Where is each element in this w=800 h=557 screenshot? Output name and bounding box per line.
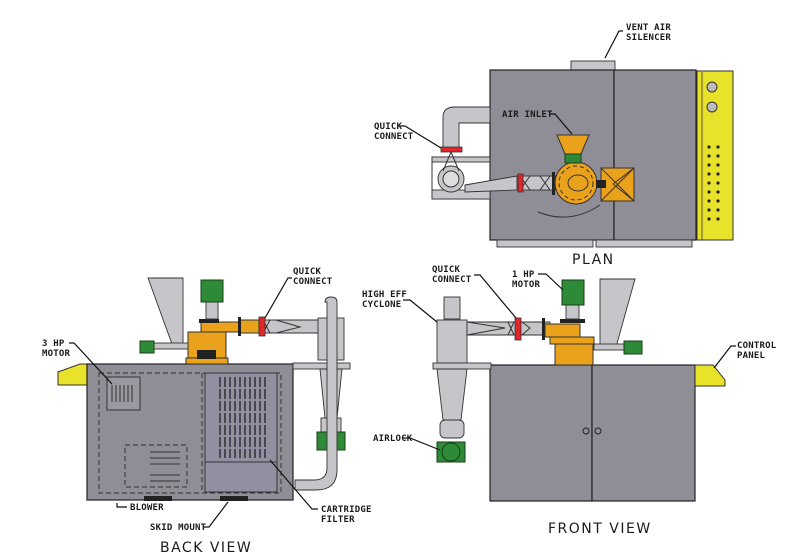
plan-cabinet-left: [489, 69, 615, 241]
title-back-view: BACK VIEW: [160, 540, 252, 556]
plan-view: VENT AIR SILENCER QUICK CONNECT AIR INLE…: [374, 23, 734, 268]
front-feeder-motor: [623, 340, 643, 355]
front-view: QUICK CONNECT 1 HP MOTOR HIGH EFF CYCLON…: [362, 265, 777, 537]
label-blower: BLOWER: [130, 503, 164, 513]
label-high-eff-cyclone-line2: CYCLONE: [362, 300, 401, 310]
back-return-pipe: [294, 296, 338, 491]
back-quick-connect: [258, 316, 266, 337]
label-vent-air-silencer: VENT AIR: [626, 23, 671, 33]
vent-air-silencer: [570, 60, 616, 71]
indicator-light: [706, 81, 718, 93]
label-air-inlet: AIR INLET: [502, 110, 553, 120]
label-skid-mount: SKID MOUNT: [150, 523, 207, 533]
title-plan: PLAN: [572, 252, 615, 268]
label-one-hp-motor-line2: MOTOR: [512, 280, 540, 290]
label-front-quick-connect: QUICK: [432, 265, 460, 275]
plan-return-pipe: [442, 106, 491, 151]
back-feed-hopper: [147, 277, 184, 345]
label-control-panel-line2: PANEL: [737, 351, 765, 361]
plan-cabinet-right: [613, 69, 697, 241]
label-plan-quick-connect: QUICK: [374, 122, 402, 132]
plan-duct-quick-connect: [517, 173, 524, 193]
plan-control-panel: [696, 70, 734, 241]
label-plan-quick-connect-line2: CONNECT: [374, 132, 414, 142]
front-rotary-valve: [554, 343, 594, 366]
title-front-view: FRONT VIEW: [548, 521, 652, 537]
label-one-hp-motor: 1 HP: [512, 270, 535, 280]
back-view: QUICK CONNECT 3 HP MOTOR BLOWER SKID MOU…: [42, 267, 372, 556]
front-cyclone: [436, 319, 468, 364]
label-high-eff-cyclone: HIGH EFF: [362, 290, 407, 300]
one-hp-motor: [561, 279, 585, 306]
back-feeder-motor: [139, 340, 155, 354]
front-door-right: [591, 364, 696, 502]
label-cartridge-filter: CARTRIDGE: [321, 505, 372, 515]
label-three-hp-motor: 3 HP: [42, 339, 65, 349]
label-cartridge-filter-line2: FILTER: [321, 515, 355, 525]
label-control-panel: CONTROL: [737, 341, 777, 351]
back-control-panel: [57, 363, 88, 386]
door-handle: [582, 427, 590, 435]
label-three-hp-motor-line2: MOTOR: [42, 349, 70, 359]
plan-quick-connect: [440, 146, 463, 153]
label-back-quick-connect-line2: CONNECT: [293, 277, 333, 287]
control-panel-dots: [707, 145, 720, 221]
cartridge-filter: [204, 372, 278, 463]
label-back-quick-connect: QUICK: [293, 267, 321, 277]
blower: [124, 444, 188, 488]
label-front-quick-connect-line2: CONNECT: [432, 275, 472, 285]
door-handle: [594, 427, 602, 435]
front-feed-hopper: [599, 278, 636, 348]
plan-skid-right: [595, 239, 693, 248]
back-motor: [200, 279, 224, 303]
indicator-light: [706, 101, 718, 113]
plan-skid-left: [496, 239, 594, 248]
label-airlock: AIRLOCK: [373, 434, 413, 444]
skid-mount: [144, 496, 172, 501]
skid-mount: [220, 496, 248, 501]
front-quick-connect: [514, 317, 522, 341]
front-control-panel: [694, 364, 726, 387]
front-door-left: [489, 364, 593, 502]
label-vent-air-silencer-line2: SILENCER: [626, 33, 671, 43]
